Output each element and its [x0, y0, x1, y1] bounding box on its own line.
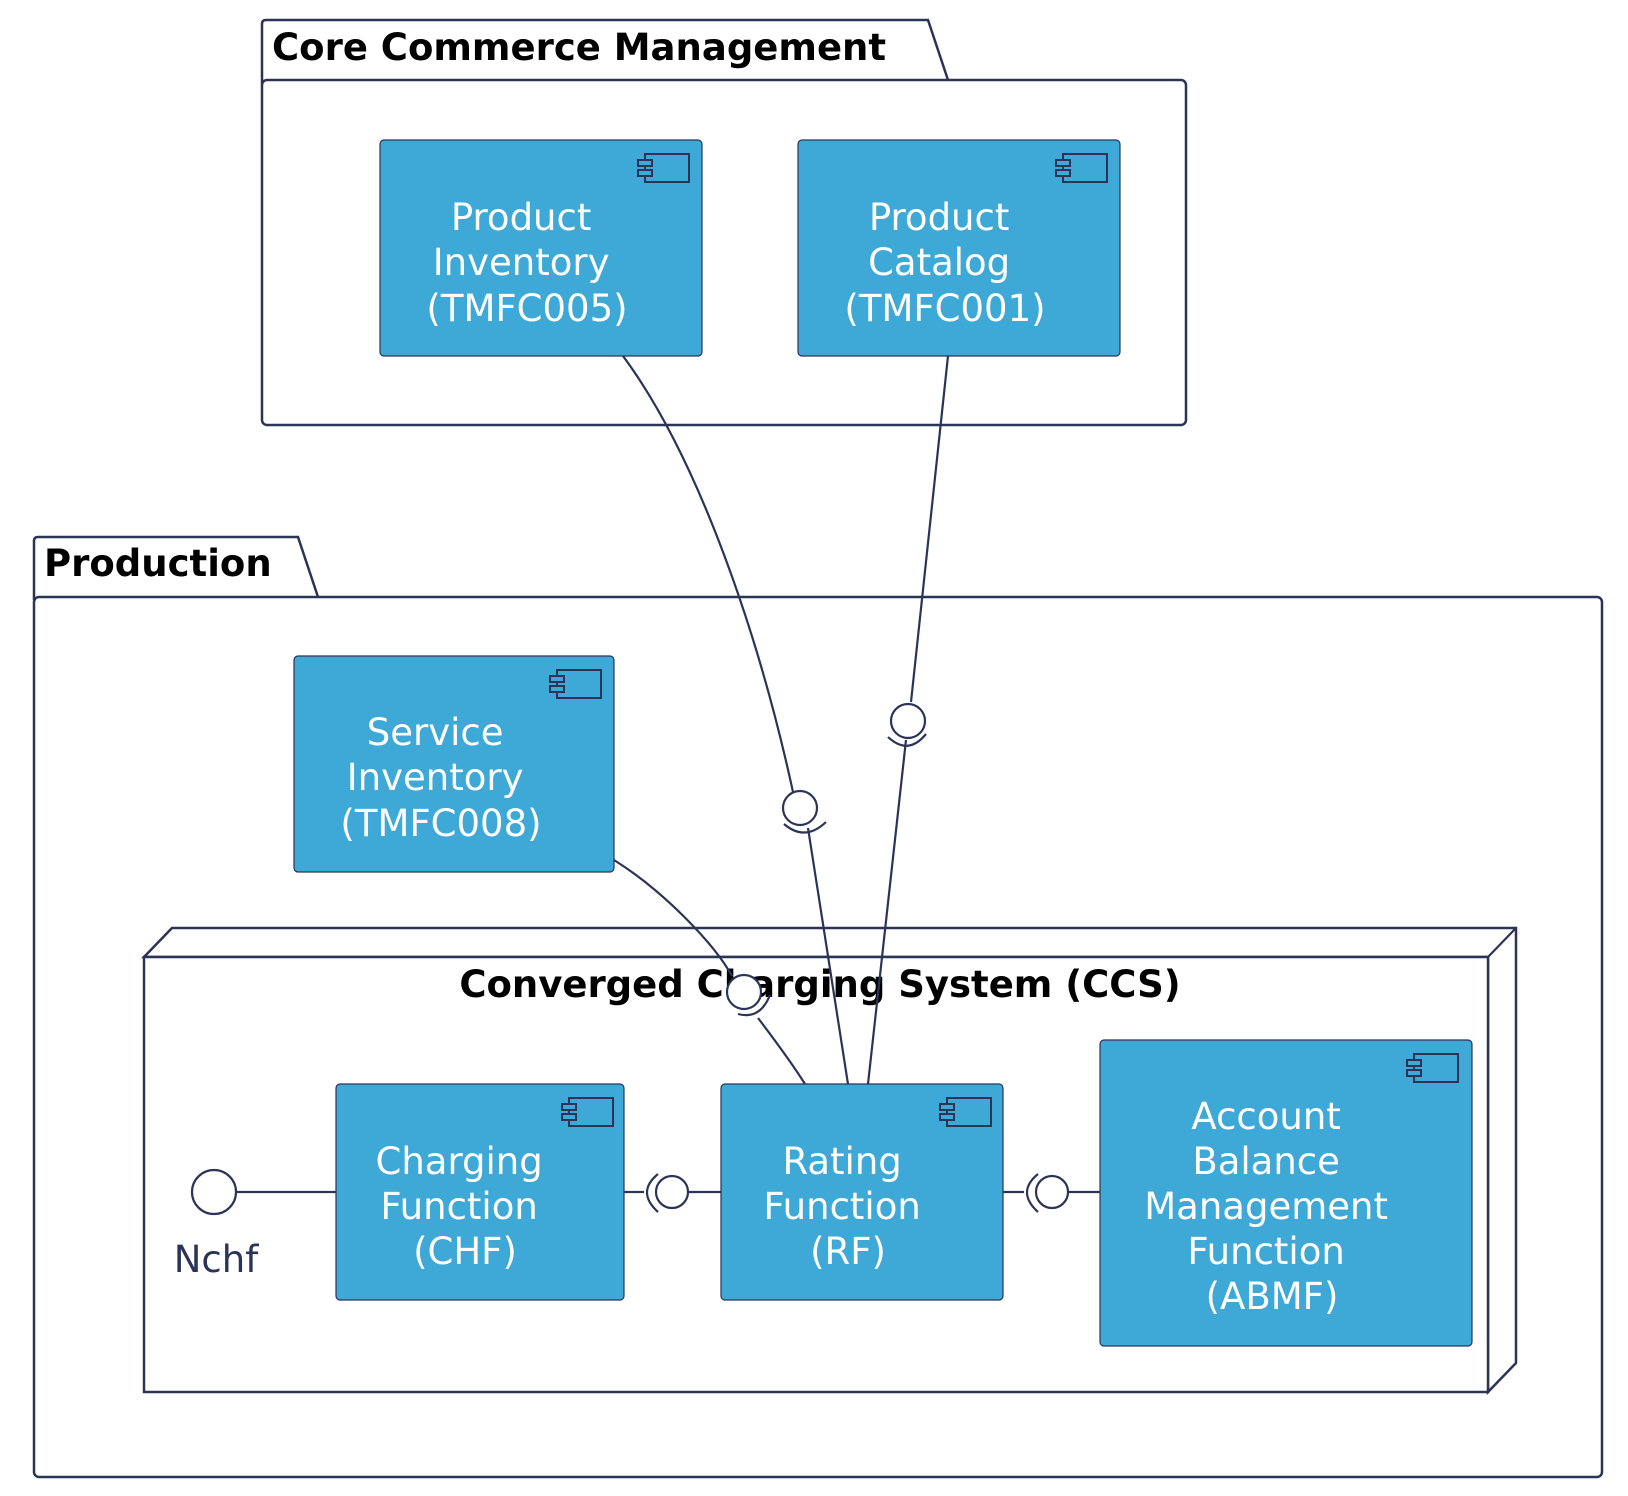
- connector-service-inventory-to-rf: [613, 859, 733, 977]
- component-product-catalog: Product Catalog (TMFC001): [797, 139, 1121, 357]
- svg-text:Product Inventory: Product Inventory (TMFC005): [426, 196, 627, 330]
- component-label-line: Product: [869, 196, 1009, 239]
- svg-text:Service Inventory: Service Inventory (TMFC008): [340, 711, 541, 845]
- connector-product-inventory-to-rf: [622, 355, 795, 793]
- lollipop-product-catalog-interface: [889, 702, 927, 740]
- socket-service-inventory-interface: [737, 994, 772, 1017]
- connectors: [190, 355, 1100, 1216]
- component-icon: [549, 669, 602, 699]
- package-title-core-commerce: Core Commerce Management: [272, 26, 886, 69]
- component-label-line: (TMFC001): [844, 287, 1045, 330]
- component-label-line: Inventory: [347, 756, 524, 799]
- svg-text:Account Balance Ma: Account Balance Management Function (ABM…: [1144, 1095, 1400, 1318]
- component-label-line: (ABMF): [1206, 1275, 1339, 1318]
- lollipop-abmf-provided-interface: [1034, 1174, 1070, 1210]
- connector-product-catalog-to-rf: [909, 355, 950, 703]
- socket-rf-abmf-interface: [1025, 1173, 1039, 1213]
- component-label-line: Balance: [1192, 1140, 1340, 1183]
- component-icon: [637, 153, 690, 183]
- component-charging-function: Charging Function (CHF): [335, 1083, 625, 1301]
- package-title-production: Production: [44, 542, 272, 585]
- svg-text:Charging Function: Charging Function (CHF): [376, 1140, 555, 1273]
- connector-rf-to-product-inventory-socket: [806, 827, 850, 1085]
- component-label-line: Function: [380, 1185, 537, 1228]
- component-label-line: Catalog: [868, 241, 1010, 284]
- interface-label-nchf: Nchf: [174, 1238, 259, 1281]
- component-label-line: Service: [367, 711, 504, 754]
- lollipop-rf-provided-interface: [654, 1174, 690, 1210]
- lollipop-product-inventory-interface: [781, 789, 819, 827]
- component-label-line: Account: [1191, 1095, 1340, 1138]
- svg-text:Product Catalog (T: Product Catalog (TMFC001): [844, 196, 1045, 330]
- component-label-line: Function: [763, 1185, 920, 1228]
- component-label-line: (TMFC008): [340, 802, 541, 845]
- component-label-line: (TMFC005): [426, 287, 627, 330]
- svg-text:Rating Function (R: Rating Function (RF): [763, 1140, 932, 1273]
- component-rating-function: Rating Function (RF): [720, 1083, 1004, 1301]
- connector-rf-to-service-inventory-socket: [757, 1017, 806, 1085]
- component-label-line: (CHF): [413, 1230, 517, 1273]
- component-label-line: Rating: [782, 1140, 901, 1183]
- component-label-line: Inventory: [433, 241, 610, 284]
- lollipop-nchf-interface: [190, 1168, 238, 1216]
- socket-product-catalog-interface: [887, 733, 927, 747]
- component-icon: [939, 1097, 992, 1127]
- component-icon: [1406, 1053, 1459, 1083]
- component-label-line: Product: [451, 196, 591, 239]
- node-title-ccs: Converged Charging System (CCS): [459, 963, 1180, 1006]
- component-label-line: (RF): [810, 1230, 886, 1273]
- component-label-line: Function: [1187, 1230, 1344, 1273]
- component-icon: [1055, 153, 1108, 183]
- lollipop-service-inventory-interface: [725, 973, 763, 1011]
- component-product-inventory: Product Inventory (TMFC005): [379, 139, 703, 357]
- component-label-line: Management: [1144, 1185, 1388, 1228]
- component-icon: [561, 1097, 614, 1127]
- component-service-inventory: Service Inventory (TMFC008): [293, 655, 615, 873]
- connector-rf-to-product-catalog-socket: [866, 739, 908, 1085]
- component-label-line: Charging: [376, 1140, 543, 1183]
- socket-product-inventory-interface: [783, 821, 827, 834]
- socket-chf-rf-interface: [645, 1173, 659, 1213]
- component-abmf: Account Balance Management Function (ABM…: [1099, 1039, 1473, 1347]
